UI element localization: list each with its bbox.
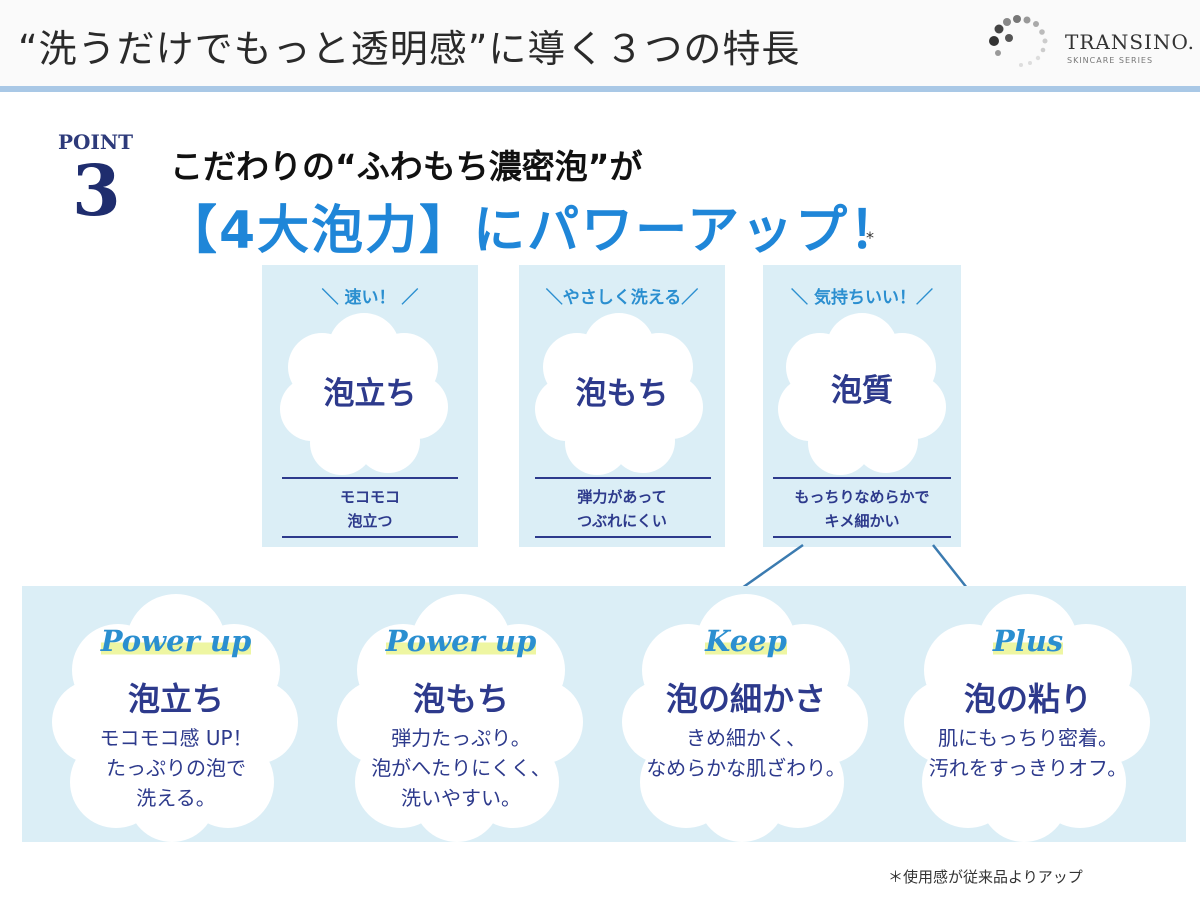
benefit-title: 泡の細かさ [665, 680, 826, 718]
benefit-tag-text: Power up [100, 624, 252, 658]
headline-line1: こだわりの“ふわもち濃密泡”が [170, 147, 643, 186]
header-bar: “洗うだけでもっと透明感”に導く３つの特長 TRANSINO. SKINCARE… [0, 0, 1200, 88]
benefit-description: モコモコ感 UP！ たっぷりの泡で 洗える。 [99, 726, 253, 810]
card-desc-line: つぶれにくい [577, 512, 667, 530]
footnote: ＊使用感が従来品よりアップ [888, 868, 1083, 886]
logo-wordmark: TRANSINO. [1065, 30, 1196, 54]
card-rule [535, 536, 711, 538]
benefit-tag-text: Plus [992, 624, 1064, 658]
point-label: POINT [58, 130, 133, 154]
card-tag: ＼ 速い！ ／ [321, 288, 419, 308]
cloud-shape-icon [622, 594, 868, 842]
benefit-description: 肌にもっちり密着。 汚れをすっきりオフ。 [928, 726, 1128, 780]
page-title: “洗うだけでもっと透明感”に導く３つの特長 [18, 27, 801, 71]
benefit-tag: Power up [337, 624, 585, 658]
headline-line2: 【4大泡力】にパワーアップ！ [165, 201, 904, 261]
card-rule [773, 477, 951, 479]
card-tag: ＼ 気持ちいい！／ [791, 288, 933, 308]
benefit-title: 泡もち [412, 680, 509, 718]
headline-asterisk: * [866, 228, 874, 247]
benefit-cloud-awadachi: Power up 泡立ち モコモコ感 UP！ たっぷりの泡で 洗える。 [52, 592, 300, 842]
card-rule [282, 477, 458, 479]
card-desc-line: もっちりなめらかで [794, 488, 930, 506]
benefit-description: きめ細かく、 なめらかな肌ざわり。 [646, 726, 846, 780]
benefit-cloud-nebari: Plus 泡の粘り 肌にもっちり密着。 汚れをすっきりオフ。 [904, 592, 1152, 842]
benefit-tag-text: Power up [385, 624, 537, 658]
card-desc-line: キメ細かい [824, 512, 900, 530]
cloud-shape-icon [535, 313, 703, 475]
benefit-tag-text: Keep [705, 624, 787, 658]
transino-logo: TRANSINO. SKINCARE SERIES [985, 14, 1194, 74]
benefit-title: 泡立ち [127, 680, 224, 718]
card-title: 泡もち [575, 376, 669, 412]
card-description: 弾力があって つぶれにくい [519, 485, 725, 533]
cloud-shape-icon [778, 313, 946, 475]
header-divider [0, 86, 1200, 92]
feature-card-awashitsu: ＼ 気持ちいい！／ 泡質 もっちりなめらかで キメ細かい [763, 265, 961, 547]
logo-subtitle: SKINCARE SERIES [1067, 56, 1154, 65]
cloud-shape-icon [904, 594, 1150, 842]
benefit-tag: Keep [622, 624, 870, 658]
card-tag: ＼やさしく洗える／ [545, 288, 699, 308]
cloud-shape-icon [337, 594, 583, 842]
card-desc-line: 泡立つ [347, 512, 393, 530]
card-desc-line: 弾力があって [577, 488, 667, 506]
dot-ring-icon [989, 15, 1048, 67]
benefit-cloud-komakasa: Keep 泡の細かさ きめ細かく、 なめらかな肌ざわり。 [622, 592, 870, 842]
benefit-description: 弾力たっぷり。 泡がへたりにくく、 洗いやすい。 [371, 726, 551, 810]
card-description: モコモコ 泡立つ [262, 485, 478, 533]
card-title: 泡質 [831, 373, 893, 409]
feature-card-awadachi: ＼ 速い！ ／ 泡立ち モコモコ 泡立つ [262, 265, 478, 547]
point-number: 3 [72, 149, 121, 232]
cloud-shape-icon [280, 313, 448, 475]
benefit-cloud-awamochi: Power up 泡もち 弾力たっぷり。 泡がへたりにくく、 洗いやすい。 [337, 592, 585, 842]
card-rule [773, 536, 951, 538]
benefit-title: 泡の粘り [963, 680, 1092, 718]
benefit-tag: Power up [52, 624, 300, 658]
card-rule [282, 536, 458, 538]
benefit-tag: Plus [904, 624, 1152, 658]
card-description: もっちりなめらかで キメ細かい [763, 485, 961, 533]
card-title: 泡立ち [323, 376, 417, 412]
feature-card-awamochi: ＼やさしく洗える／ 泡もち 弾力があって つぶれにくい [519, 265, 725, 547]
card-desc-line: モコモコ [339, 488, 400, 506]
card-rule [535, 477, 711, 479]
